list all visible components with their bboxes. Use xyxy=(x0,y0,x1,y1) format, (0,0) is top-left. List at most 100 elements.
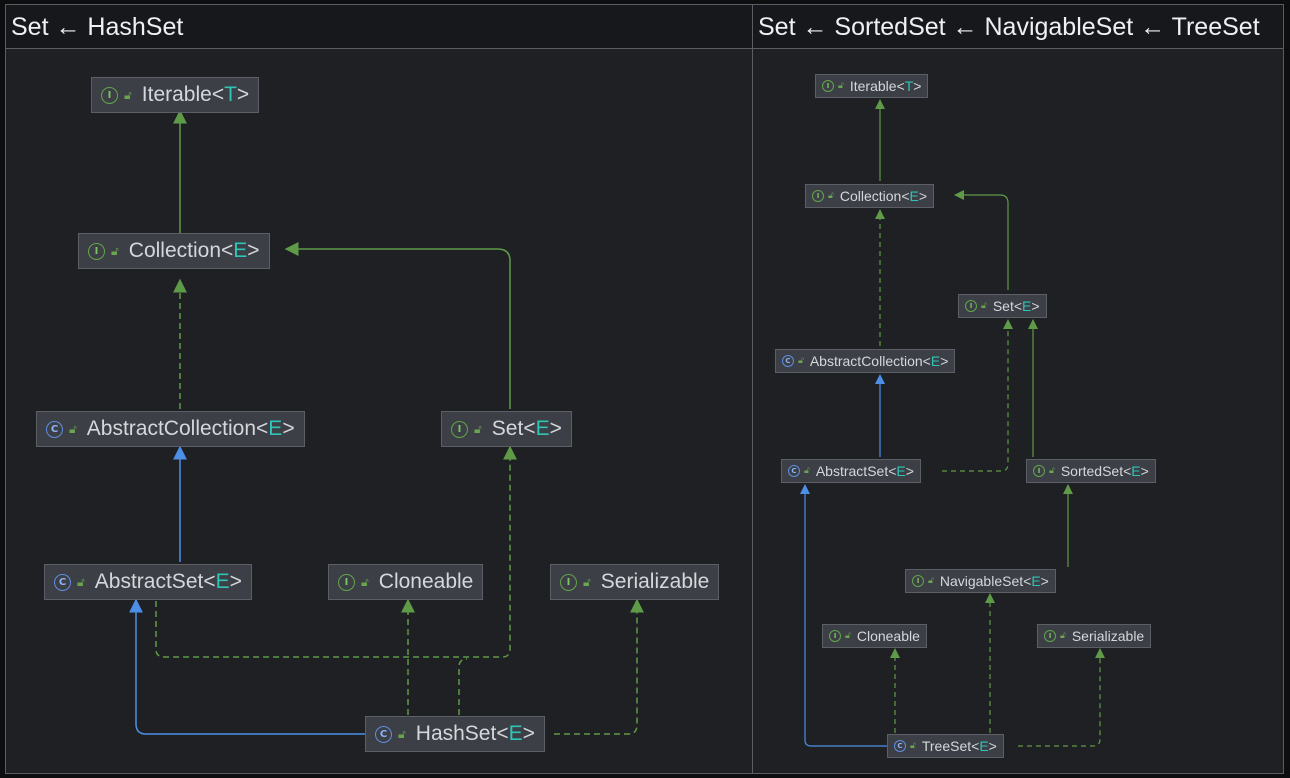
edge-hashset-extends-abstractset xyxy=(129,598,366,735)
lock-icon: 🔓︎ xyxy=(1049,466,1055,476)
navigableset-node[interactable]: I 🔓︎ NavigableSet<E> xyxy=(905,569,1056,593)
cloneable-node[interactable]: I 🔓︎ Cloneable xyxy=(328,564,484,600)
class-icon: C xyxy=(54,573,71,591)
node-label: Collection xyxy=(839,188,902,204)
set-node[interactable]: I 🔓︎ Set<E> xyxy=(958,294,1047,318)
class-icon: C xyxy=(782,355,794,367)
edges-layer xyxy=(129,109,644,735)
abstractset-node[interactable]: C 🔓︎ AbstractSet<E> xyxy=(44,564,252,600)
edge-hashset-implements-serializable xyxy=(554,598,644,735)
treeset-diagram-panel: Set ← SortedSet ← NavigableSet ← TreeSet xyxy=(752,4,1284,774)
lock-icon: 🔓︎ xyxy=(804,466,810,476)
hashset-diagram-panel: Set ← HashSet I xyxy=(5,4,753,774)
diagram-canvas: I 🔓︎ Iterable<T> I 🔓︎ Collection<E> C 🔓︎… xyxy=(6,49,752,773)
type-param: E xyxy=(930,353,941,369)
edge-set-extends-collection xyxy=(954,190,1009,290)
edge-hashset-implements-set xyxy=(458,658,468,715)
type-param: E xyxy=(979,738,989,754)
interface-icon: I xyxy=(829,630,841,642)
type-param: E xyxy=(1031,573,1041,589)
lock-icon: 🔓︎ xyxy=(1060,631,1066,641)
node-label: TreeSet xyxy=(921,738,972,754)
node-label: Cloneable xyxy=(856,628,920,644)
node-label: HashSet xyxy=(415,722,497,745)
serializable-node[interactable]: I 🔓︎ Serializable xyxy=(550,564,720,600)
lock-icon: 🔓︎ xyxy=(77,574,85,589)
interface-icon: I xyxy=(1033,465,1045,477)
interface-icon: I xyxy=(451,420,468,438)
node-label: SortedSet xyxy=(1060,463,1124,479)
edge-set-extends-collection xyxy=(284,242,511,409)
type-param: E xyxy=(1022,298,1032,314)
interface-icon: I xyxy=(338,573,355,591)
diagram-canvas: I 🔓︎ Iterable<T> I 🔓︎ Collection<E> I 🔓︎… xyxy=(753,49,1283,773)
interface-icon: I xyxy=(560,573,577,591)
edge-abstractset-implements-set xyxy=(155,445,517,658)
edge-treeset-extends-abstractset xyxy=(800,484,888,747)
collection-node[interactable]: I 🔓︎ Collection<E> xyxy=(805,184,935,208)
node-label: Collection xyxy=(128,239,221,262)
treeset-node[interactable]: C 🔓︎ TreeSet<E> xyxy=(887,734,1004,758)
interface-icon: I xyxy=(912,575,924,587)
type-param: E xyxy=(1131,463,1141,479)
node-label: Serializable xyxy=(600,570,710,593)
lock-icon: 🔓︎ xyxy=(828,191,834,201)
lock-icon: 🔓︎ xyxy=(124,87,132,102)
abstractcollection-node[interactable]: C 🔓︎ AbstractCollection<E> xyxy=(775,349,956,373)
class-icon: C xyxy=(788,465,800,477)
edge-treeset-implements-serializable xyxy=(1018,648,1105,747)
set-node[interactable]: I 🔓︎ Set<E> xyxy=(441,411,572,447)
collection-node[interactable]: I 🔓︎ Collection<E> xyxy=(78,233,270,269)
node-label: AbstractSet xyxy=(94,570,204,593)
abstractset-node[interactable]: C 🔓︎ AbstractSet<E> xyxy=(781,459,921,483)
edge-abstractset-implements-set xyxy=(942,319,1013,472)
type-param: E xyxy=(535,417,550,440)
lock-icon: 🔓︎ xyxy=(981,301,987,311)
interface-icon: I xyxy=(1044,630,1056,642)
lock-icon: 🔓︎ xyxy=(583,574,591,589)
lock-icon: 🔓︎ xyxy=(474,421,482,436)
interface-icon: I xyxy=(101,86,118,104)
interface-icon: I xyxy=(965,300,977,312)
node-label: Iterable xyxy=(141,83,212,106)
node-label: Cloneable xyxy=(378,570,474,593)
node-label: Serializable xyxy=(1071,628,1145,644)
class-icon: C xyxy=(46,420,63,438)
lock-icon: 🔓︎ xyxy=(838,81,844,91)
abstractcollection-node[interactable]: C 🔓︎ AbstractCollection<E> xyxy=(36,411,305,447)
node-label: Set xyxy=(992,298,1014,314)
type-param: E xyxy=(215,570,230,593)
type-param: T xyxy=(904,78,914,94)
lock-icon: 🔓︎ xyxy=(928,576,934,586)
lock-icon: 🔓︎ xyxy=(845,631,851,641)
node-label: Set xyxy=(491,417,524,440)
class-icon: C xyxy=(894,740,906,752)
node-label: AbstractSet xyxy=(815,463,889,479)
type-param: E xyxy=(268,417,283,440)
lock-icon: 🔓︎ xyxy=(361,574,369,589)
class-icon: C xyxy=(375,725,392,743)
panel-title: Set ← SortedSet ← NavigableSet ← TreeSet xyxy=(753,5,1283,49)
interface-icon: I xyxy=(812,190,824,202)
lock-icon: 🔓︎ xyxy=(910,741,916,751)
iterable-node[interactable]: I 🔓︎ Iterable<T> xyxy=(815,74,929,98)
interface-icon: I xyxy=(822,80,834,92)
type-param: E xyxy=(508,722,523,745)
cloneable-node[interactable]: I 🔓︎ Cloneable xyxy=(822,624,927,648)
lock-icon: 🔓︎ xyxy=(798,356,804,366)
serializable-node[interactable]: I 🔓︎ Serializable xyxy=(1037,624,1152,648)
lock-icon: 🔓︎ xyxy=(111,243,119,258)
iterable-node[interactable]: I 🔓︎ Iterable<T> xyxy=(91,77,260,113)
node-label: Iterable xyxy=(849,78,897,94)
type-param: E xyxy=(233,239,248,262)
interface-icon: I xyxy=(88,242,105,260)
lock-icon: 🔓︎ xyxy=(69,421,77,436)
type-param: E xyxy=(896,463,906,479)
type-param: E xyxy=(909,188,919,204)
node-label: AbstractCollection xyxy=(809,353,923,369)
type-param: T xyxy=(224,83,237,106)
node-label: NavigableSet xyxy=(939,573,1024,589)
hashset-node[interactable]: C 🔓︎ HashSet<E> xyxy=(365,716,545,752)
edges-layer xyxy=(800,99,1105,747)
sortedset-node[interactable]: I 🔓︎ SortedSet<E> xyxy=(1026,459,1156,483)
